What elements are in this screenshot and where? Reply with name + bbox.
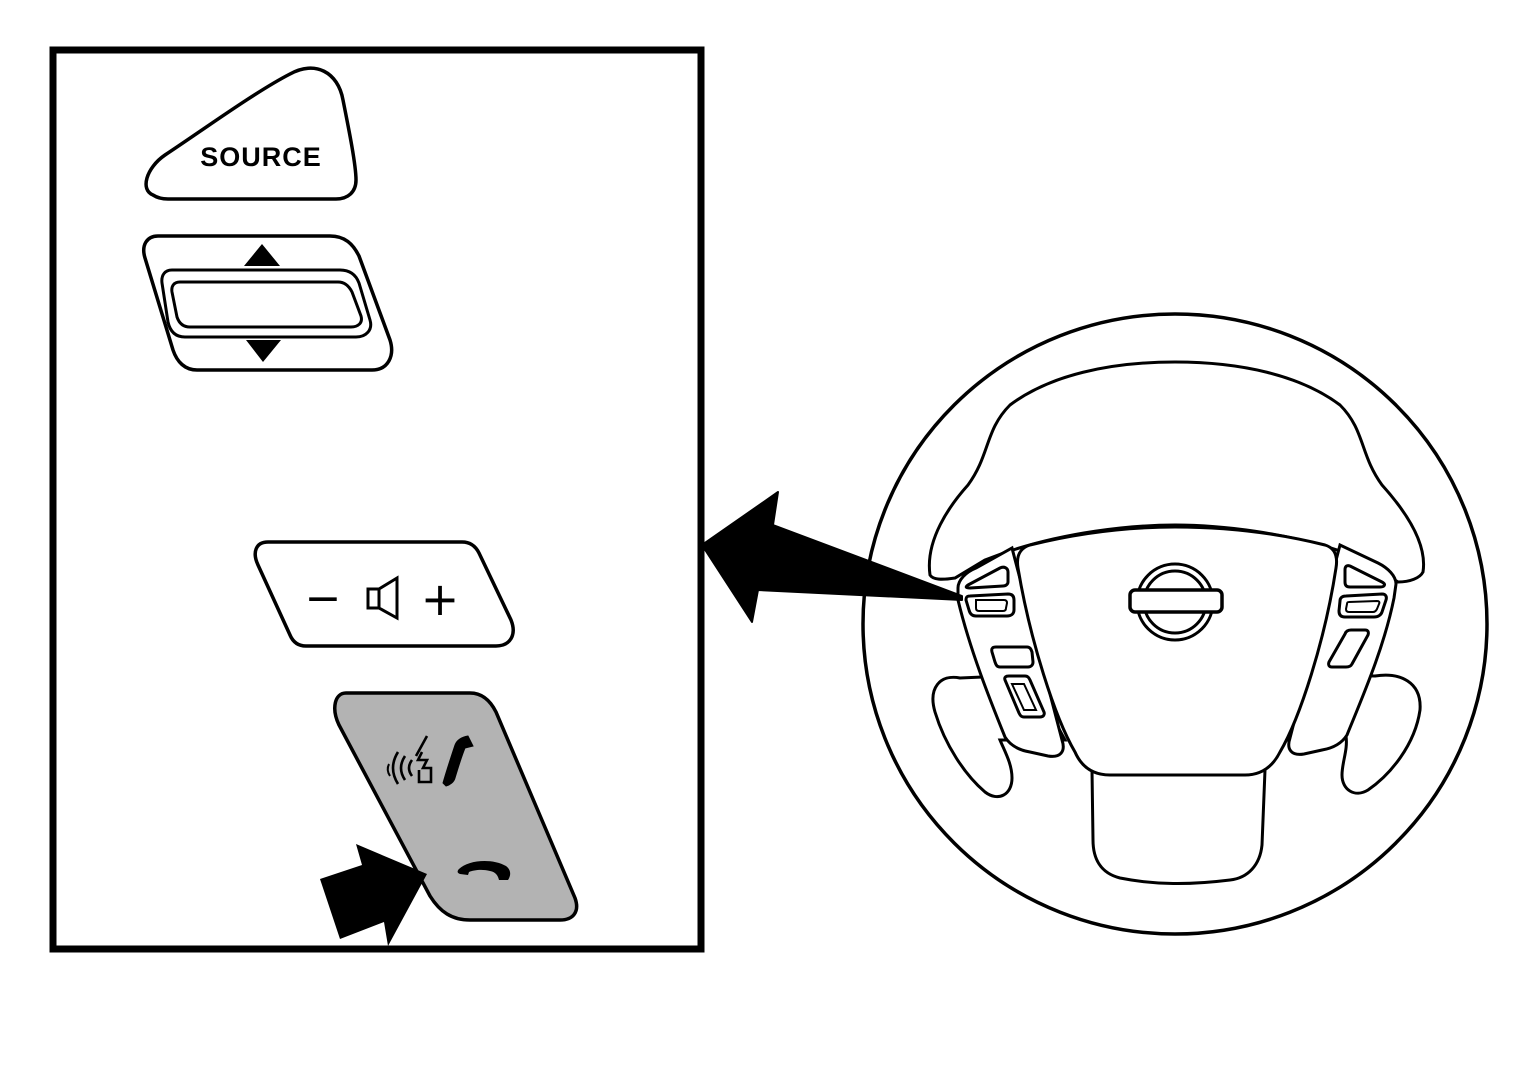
right-upper-switch[interactable] [1343, 564, 1386, 589]
detail-panel: SOURCE − + [49, 46, 705, 953]
source-label: SOURCE [200, 142, 322, 172]
lower-spoke [1090, 768, 1267, 886]
talk-phone-hangup-switch[interactable] [333, 691, 579, 922]
tuning-switch[interactable] [142, 234, 394, 372]
right-lower-switch[interactable] [1327, 628, 1370, 669]
pointer-arrow-main [701, 491, 963, 623]
left-volume-switch[interactable] [990, 645, 1035, 669]
left-tuning-roller [975, 599, 1009, 612]
voice-talk-phone-icon[interactable] [386, 735, 474, 787]
left-source-switch[interactable] [964, 565, 1010, 590]
triangle-up-icon[interactable] [244, 244, 280, 266]
pointer-arrow-hangup [320, 844, 427, 946]
left-switches [964, 565, 1046, 719]
right-switches [1327, 564, 1388, 669]
triangle-down-icon[interactable] [246, 340, 281, 362]
emblem-logo [1128, 562, 1224, 642]
phone-hang-up-icon[interactable] [457, 860, 511, 880]
source-button[interactable]: SOURCE [144, 66, 358, 201]
volume-switch[interactable]: − + [253, 540, 515, 648]
steering-wheel [701, 312, 1489, 936]
volume-minus-label: − [305, 573, 342, 624]
steering-wheel-inner-rim [927, 360, 1426, 584]
tuning-roller-inner [170, 280, 363, 329]
speaker-icon [366, 575, 399, 621]
airbag-pad [1016, 525, 1339, 777]
volume-plus-label: + [421, 572, 460, 626]
